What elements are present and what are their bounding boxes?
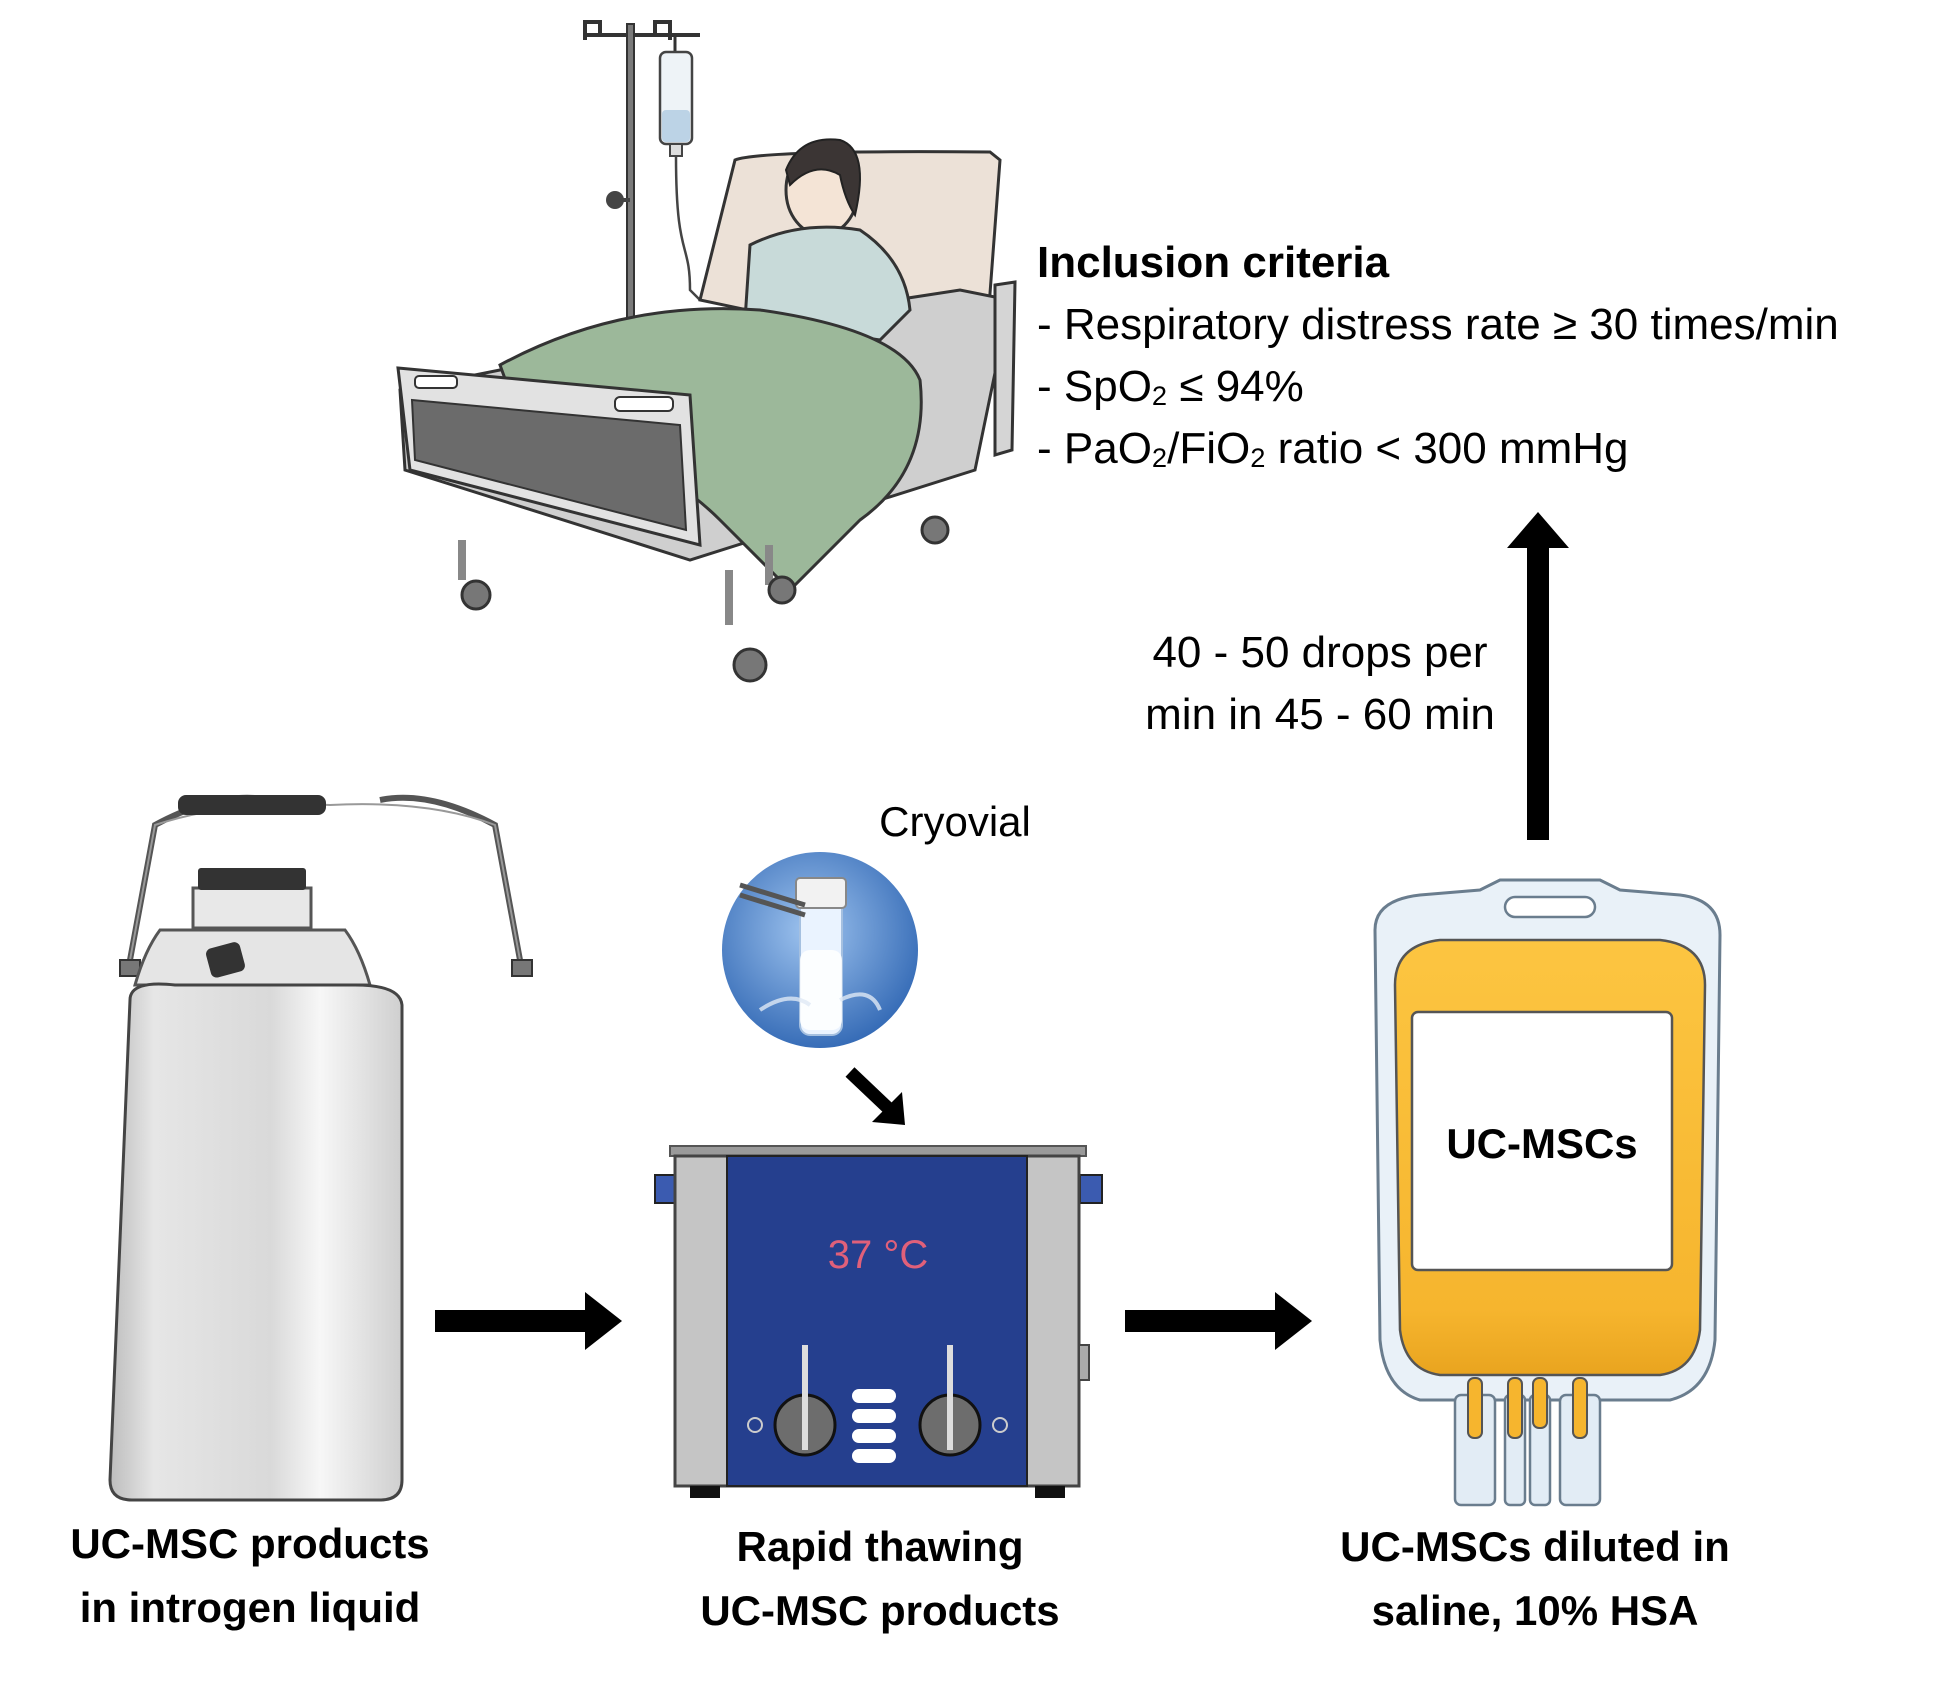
bed-wheels [458, 515, 950, 683]
bag-ports [1453, 1377, 1602, 1507]
bag-label: UC-MSCs [1446, 1120, 1637, 1167]
bath-knob-left [747, 1345, 837, 1457]
patient-in-bed-illustration [396, 20, 1017, 683]
arrow-bag-to-patient [1507, 512, 1569, 840]
liquid-nitrogen-tank [108, 794, 533, 1502]
cryovial-label: Cryovial [879, 798, 1031, 845]
caption-tank: UC-MSC products in introgen liquid [70, 1520, 430, 1631]
criterion-spo2: - SpO2 ≤ 94% [1037, 362, 1304, 412]
caption-bag: UC-MSCs diluted in saline, 10% HSA [1340, 1523, 1730, 1634]
criterion-pao2-fio2: - PaO2/FiO2 ratio < 300 mmHg [1037, 424, 1629, 474]
bath-knob-right [918, 1345, 1008, 1457]
iv-infusion-bag: UC-MSCs [1373, 878, 1722, 1507]
inclusion-criteria: Inclusion criteria - Respiratory distres… [1037, 232, 1839, 480]
cryovial-illustration [722, 852, 918, 1048]
caption-bath: Rapid thawing UC-MSC products [700, 1523, 1060, 1634]
criterion-respiratory-rate: - Respiratory distress rate ≥ 30 times/m… [1037, 300, 1839, 349]
inclusion-criteria-title: Inclusion criteria [1037, 238, 1390, 287]
arrow-bath-to-bag [1125, 1292, 1312, 1350]
bath-temperature: 37 °C [828, 1233, 929, 1277]
water-bath: 37 °C [654, 1145, 1103, 1498]
arrow-tank-to-bath [435, 1292, 622, 1350]
iv-bag [658, 35, 701, 301]
cryovial-to-bath-arrow [845, 1067, 905, 1125]
patient [743, 138, 912, 342]
infusion-rate-label: 40 - 50 drops per min in 45 - 60 min [1145, 628, 1495, 739]
bath-vent [852, 1389, 896, 1463]
